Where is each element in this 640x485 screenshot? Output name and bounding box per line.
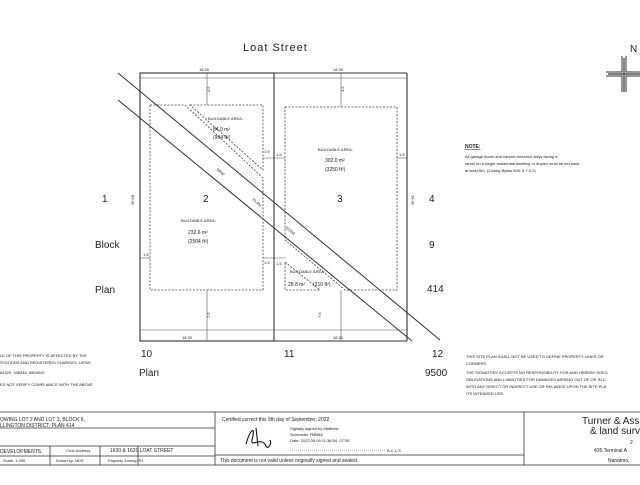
svg-text:(3250 ft²): (3250 ft²): [325, 167, 346, 173]
svg-text:OBLIGATIONS AND LIABILITIES FO: OBLIGATIONS AND LIABILITIES FOR DAMAGES …: [466, 377, 606, 382]
company-address-1: 2: [630, 440, 633, 446]
front-setback-lot2: 4.5: [206, 86, 211, 92]
side-setback-6: 1.5: [276, 261, 282, 266]
side-setback-1: 1.5: [264, 149, 270, 154]
svg-text:(2504 ft²): (2504 ft²): [188, 239, 209, 245]
north-letter: N: [630, 44, 637, 55]
drawn-by-label: Drawn by: NDS: [56, 458, 84, 463]
svg-text:THIS SITE PLAN SHALL NOT BE US: THIS SITE PLAN SHALL NOT BE USED TO DEFI…: [466, 354, 604, 359]
svg-text:at least 6m. (Zoning Bylaw 500: at least 6m. (Zoning Bylaw 500, 5.7.5.3): [465, 168, 536, 173]
company-name-2: & land surv: [590, 426, 640, 437]
svg-text:302.0 m²: 302.0 m²: [325, 158, 345, 164]
civic-address-value: 1630 & 1620 LOAT STREET: [110, 448, 173, 454]
bcls-label: B.C.L.S.: [387, 448, 402, 453]
buildable-label-lot2-top: BUILDABLE AREA: 84.0 m² (904 ft²): [208, 116, 243, 141]
left-notes: LE OF THIS PROPERTY IS AFFECTED BY THE S…: [0, 353, 93, 387]
company-address-3: Nanaimo,: [608, 458, 629, 464]
svg-text:NOTE:: NOTE:: [465, 144, 481, 150]
right-notes: THIS SITE PLAN SHALL NOT BE USED TO DEFI…: [466, 354, 609, 396]
buildable-area-lot3-small: [284, 261, 322, 291]
lot-boundaries: [139, 72, 408, 342]
svg-text:84.0 m²: 84.0 m²: [213, 127, 230, 133]
zoning-label: Property Zoning: R1: [108, 458, 145, 463]
legal-desc-2: LLINGTON DISTRICT, PLAN 414: [0, 423, 75, 429]
digital-sign-3: Date: 2022.09.09 11:36:54 -07'00': [290, 438, 350, 443]
north-arrow-icon: N: [606, 44, 640, 92]
svg-text:(904 ft²): (904 ft²): [213, 135, 231, 141]
svg-text:street on a single residential: street on a single residential dwelling …: [465, 161, 579, 166]
depth-lot2: 36.58: [130, 194, 135, 205]
srw-strip: [117, 72, 441, 342]
buildable-label-lot2-main: BUILDABLE AREA: 232.6 m² (2504 ft²): [181, 218, 216, 245]
company-name: Turner & Ass: [582, 416, 639, 427]
lot-number-1: 1: [102, 194, 108, 205]
svg-text:BUILDABLE AREA:: BUILDABLE AREA:: [181, 218, 216, 223]
svg-text:BUILDABLE AREA:: BUILDABLE AREA:: [290, 269, 325, 274]
lot-number-2: 2: [203, 194, 209, 205]
lot-number-10: 10: [141, 349, 153, 360]
title-block: [0, 411, 640, 466]
digital-sign-1: Digitally signed by Matthew: [290, 426, 339, 431]
plan-number-right: 414: [427, 284, 444, 295]
srw-label: SRW: [215, 167, 225, 177]
svg-text:ITS INTENDED USE.: ITS INTENDED USE.: [466, 391, 504, 396]
svg-text:WITH ANY DIRECT OR INDIRECT US: WITH ANY DIRECT OR INDIRECT USE OR RELIA…: [466, 384, 607, 389]
buildable-area-lot2-top: [188, 104, 264, 171]
company-address-2: 435 Terminal A: [594, 448, 628, 454]
certified-text: Certified correct this 9th day of Septem…: [222, 417, 331, 423]
plan-label: Plan: [95, 285, 115, 296]
front-setback-lot3: 4.5: [340, 86, 345, 92]
lot-number-11: 11: [284, 349, 295, 360]
svg-text:THE SIGNATORY ACCEPTS NO RESPO: THE SIGNATORY ACCEPTS NO RESPONSIBILITY …: [466, 370, 609, 375]
svg-text:ES NOT VERIFY COMPLIANCE WITH: ES NOT VERIFY COMPLIANCE WITH THE ABOVE: [0, 382, 93, 387]
zoning-note: NOTE: All garage doors and carport entra…: [465, 144, 579, 173]
signature-icon: [245, 427, 272, 448]
plan-number-bottom: 9500: [425, 368, 448, 379]
developments-label: DEVELOPMENTS: [0, 449, 42, 455]
srw-plan-label: PLAN: [251, 197, 262, 208]
buildable-area-outlines: [149, 104, 398, 291]
civic-address-label: Civic Address:: [66, 448, 91, 453]
rear-setback-lot2: 7.5: [206, 312, 211, 318]
depth-lot3: 36.61: [410, 194, 415, 205]
rear-setback-lot3: 7.5: [317, 312, 322, 318]
street-name: Loat Street: [243, 42, 308, 54]
digital-sign-2: Schroeder FMB8A: [290, 432, 323, 437]
side-setback-5: 1.5: [276, 152, 282, 157]
svg-text:All garage doors and carport e: All garage doors and carport entrance wa…: [465, 154, 558, 159]
lot-number-12: 12: [432, 349, 444, 360]
svg-text:84320, 348345, 5804026: 84320, 348345, 5804026: [0, 370, 45, 375]
legal-desc-1: OWING LOT 2 AND LOT 3, BLOCK 9,: [0, 417, 85, 423]
svg-text:232.6 m²: 232.6 m²: [188, 230, 208, 236]
lot-number-4: 4: [429, 194, 435, 205]
buildable-label-lot3-small: BUILDABLE AREA: 28.8 m² (310 ft²): [288, 269, 331, 288]
frontage-lot3: 18.30: [333, 67, 344, 72]
svg-text:BUILDABLE AREA:: BUILDABLE AREA:: [208, 116, 243, 121]
svg-text:LE OF THIS PROPERTY IS AFFECTE: LE OF THIS PROPERTY IS AFFECTED BY THE: [0, 353, 87, 358]
dimension-lines: [140, 73, 407, 341]
block-label: Block: [95, 240, 120, 251]
svg-text:BUILDABLE AREA:: BUILDABLE AREA:: [318, 147, 353, 152]
side-setback-3: 1.5: [143, 252, 149, 257]
invalid-note: This document is not valid unless origin…: [220, 458, 358, 464]
svg-text:STATIONS AND REGISTERED CHARGE: STATIONS AND REGISTERED CHARGES, LIENS: [0, 360, 91, 365]
srw-number-label: 10206: [284, 225, 296, 236]
svg-text:(310 ft²): (310 ft²): [313, 282, 331, 288]
buildable-label-lot3-main: BUILDABLE AREA: 302.0 m² (3250 ft²): [318, 147, 353, 173]
svg-text:CORNERS.: CORNERS.: [466, 361, 487, 366]
lot-number-3: 3: [337, 194, 343, 205]
frontage-lot2: 18.30: [199, 67, 210, 72]
side-setback-4: 1.5: [399, 152, 405, 157]
rear-lot3: 18.30: [333, 335, 344, 340]
svg-text:28.8 m²: 28.8 m²: [288, 282, 305, 288]
lot-number-9: 9: [429, 240, 435, 251]
scale-label: Scale: 1:250: [3, 458, 26, 463]
side-setback-2: 1.5: [264, 260, 270, 265]
rear-lot2: 18.30: [182, 335, 193, 340]
plan-label-bottom: Plan: [139, 368, 159, 379]
buildable-area-lot2-main: [149, 104, 264, 291]
